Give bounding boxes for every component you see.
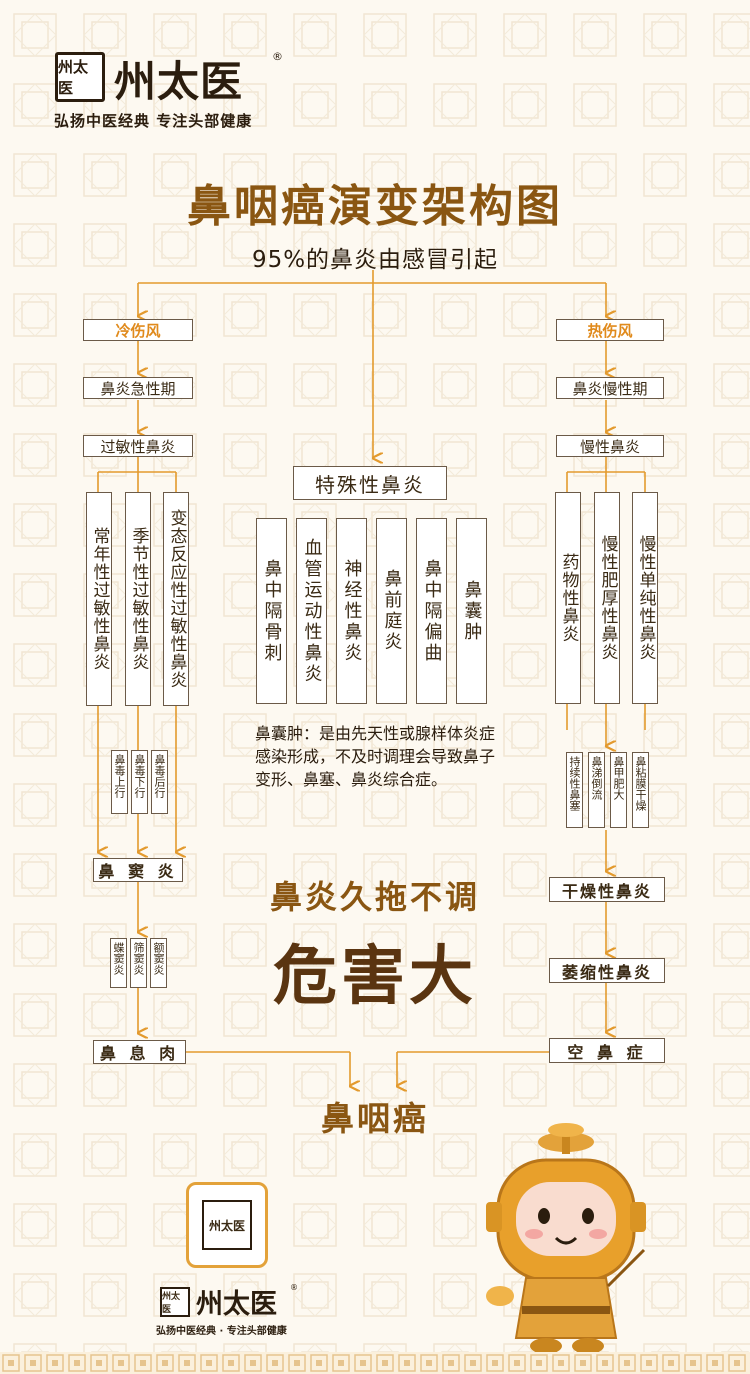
path-upward-box: 鼻毒上行: [111, 750, 128, 814]
bottom-border-pattern: [0, 1352, 750, 1374]
chronic-rhinitis-box: 慢性鼻炎: [556, 435, 664, 457]
seasonal-allergic-box: 季节性过敏性鼻炎: [125, 492, 151, 706]
nasal-cyst-description: 鼻囊肿：是由先天性或腺样体炎症感染形成，不及时调理会导致鼻子变形、鼻塞、鼻炎综合…: [255, 724, 496, 790]
atrophic-rhinitis-box: 萎缩性鼻炎: [549, 958, 665, 983]
warning-line-2: 危害大: [273, 940, 477, 1014]
persistent-blockage-box: 持续性鼻塞: [566, 752, 583, 828]
page-title: 鼻咽癌演变架构图: [187, 181, 563, 232]
chronic-phase-box: 鼻炎慢性期: [556, 377, 664, 399]
mini-program-qr-code[interactable]: 州太医: [186, 1182, 268, 1268]
ethmoid-sinusitis-box: 筛窦炎: [130, 938, 147, 988]
turbinate-hypertrophy-box: 鼻甲肥大: [610, 752, 627, 828]
dry-mucosa-box: 鼻粘膜干燥: [632, 752, 649, 828]
hypertrophic-rhinitis-box: 慢性肥厚性鼻炎: [594, 492, 620, 704]
footer-registered-mark: ®: [290, 1283, 298, 1292]
footer-slogan: 弘扬中医经典 · 专注头部健康: [156, 1326, 287, 1337]
path-downward-box: 鼻毒下行: [131, 750, 148, 814]
allergic-rhinitis-box: 过敏性鼻炎: [83, 435, 193, 457]
simple-chronic-rhinitis-box: 慢性单纯性鼻炎: [632, 492, 658, 704]
footer-logo-mark: 州太医: [160, 1287, 190, 1317]
sphenoid-sinusitis-box: 蝶窦炎: [110, 938, 127, 988]
septum-spur-box: 鼻中隔骨刺: [256, 518, 287, 704]
special-rhinitis-box: 特殊性鼻炎: [293, 466, 447, 500]
warning-line-1: 鼻炎久拖不调: [269, 878, 480, 916]
registered-mark: ®: [272, 50, 283, 63]
vasomotor-rhinitis-box: 血管运动性鼻炎: [296, 518, 327, 704]
heat-cause-box: 热伤风: [556, 319, 664, 341]
footer-brand-name: 州太医: [196, 1289, 277, 1320]
nasal-polyp-box: 鼻 息 肉: [93, 1040, 186, 1064]
nasal-cyst-box: 鼻囊肿: [456, 518, 487, 704]
neurogenic-rhinitis-box: 神经性鼻炎: [336, 518, 367, 704]
postnasal-drip-box: 鼻涕倒流: [588, 752, 605, 828]
sinusitis-box: 鼻 窦 炎: [93, 858, 183, 882]
vestibulitis-box: 鼻前庭炎: [376, 518, 407, 704]
hypersensitivity-allergic-box: 变态反应性过敏性鼻炎: [163, 492, 189, 706]
drug-induced-rhinitis-box: 药物性鼻炎: [555, 492, 581, 704]
brand-name: 州太医: [114, 57, 244, 106]
qr-logo: 州太医: [202, 1200, 252, 1250]
dry-rhinitis-box: 干燥性鼻炎: [549, 877, 665, 902]
brand-logo-mark: 州太医: [55, 52, 105, 102]
frontal-sinusitis-box: 额窦炎: [150, 938, 167, 988]
septum-deviation-box: 鼻中隔偏曲: [416, 518, 447, 704]
page-subtitle: 95%的鼻炎由感冒引起: [251, 247, 499, 273]
acute-rhinitis-box: 鼻炎急性期: [83, 377, 193, 399]
nasopharyngeal-cancer-label: 鼻咽癌: [321, 1099, 429, 1138]
mascot-illustration: [486, 1123, 646, 1354]
perennial-allergic-box: 常年性过敏性鼻炎: [86, 492, 112, 706]
empty-nose-box: 空 鼻 症: [549, 1038, 665, 1063]
brand-slogan: 弘扬中医经典 专注头部健康: [54, 112, 253, 130]
path-backward-box: 鼻毒后行: [151, 750, 168, 814]
cold-cause-box: 冷伤风: [83, 319, 193, 341]
